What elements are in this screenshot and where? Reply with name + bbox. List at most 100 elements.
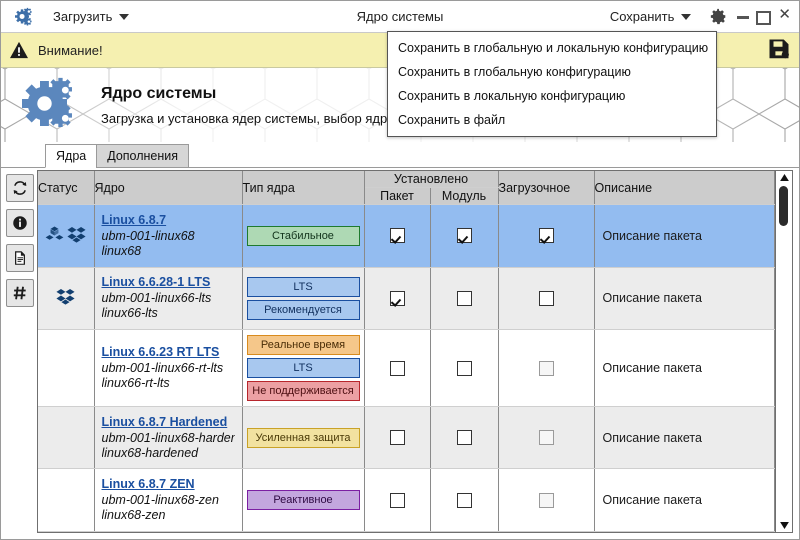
- checkbox-installed-module[interactable]: [456, 492, 472, 508]
- cubes-icon: [45, 226, 64, 240]
- kernel-name-link[interactable]: Linux 6.8.7 Hardened: [101, 414, 228, 429]
- checkbox-installed-module[interactable]: [456, 430, 472, 446]
- status-icons: [45, 226, 86, 243]
- kernel-type-badge: Реальное время: [246, 334, 360, 355]
- tab-additions[interactable]: Дополнения: [96, 144, 190, 168]
- kernel-table-container: Статус Ядро Тип ядра Установлено Загрузо…: [37, 170, 793, 533]
- table-header-group-row: Статус Ядро Тип ядра Установлено Загрузо…: [38, 171, 776, 205]
- warning-message: Внимание!: [9, 41, 103, 59]
- kernel-module: linux66-rt-lts: [101, 375, 170, 390]
- kernel-module: linux68: [101, 243, 142, 258]
- col-description[interactable]: Описание: [594, 171, 776, 205]
- save-menu-item[interactable]: Сохранить в глобальную и локальную конфи…: [398, 41, 709, 55]
- cell-bootable: [498, 204, 595, 268]
- kernel-name-link[interactable]: Linux 6.8.7: [101, 212, 167, 227]
- scroll-up-icon[interactable]: [779, 171, 789, 184]
- save-menu-item[interactable]: Сохранить в файл: [398, 113, 506, 127]
- badge-list: Стабильное: [243, 222, 364, 250]
- col-status[interactable]: Статус: [38, 171, 95, 205]
- floppy-save-icon[interactable]: [767, 37, 791, 64]
- warning-text: Внимание!: [38, 42, 103, 58]
- cell-installed-package: [364, 267, 431, 331]
- col-kernel-type[interactable]: Тип ядра: [242, 171, 365, 205]
- box-icon: [56, 289, 75, 305]
- col-installed-package[interactable]: Пакет: [364, 187, 431, 205]
- kernel-type-badge: LTS: [246, 276, 360, 297]
- document-icon: [15, 251, 25, 265]
- app-logo-gears-icon: [1, 7, 41, 27]
- cell-status: [38, 267, 95, 331]
- cell-status: [38, 468, 95, 532]
- checkbox-installed-module[interactable]: [456, 360, 472, 376]
- title-bar: Загрузить Ядро системы Сохранить ✕: [1, 1, 799, 33]
- info-button[interactable]: [6, 209, 34, 237]
- checkbox-installed-package[interactable]: [389, 290, 405, 306]
- kernel-name-link[interactable]: Linux 6.6.23 RT LTS: [101, 344, 220, 359]
- document-button[interactable]: [6, 244, 34, 272]
- kernel-name-link[interactable]: Linux 6.8.7 ZEN: [101, 477, 195, 492]
- col-installed-module[interactable]: Модуль: [430, 187, 499, 205]
- checkbox-installed-package[interactable]: [389, 360, 405, 376]
- cell-status: [38, 406, 95, 470]
- checkbox-installed-package[interactable]: [389, 492, 405, 508]
- banner-heading: Ядро системы: [101, 84, 217, 102]
- cell-bootable: [498, 329, 595, 407]
- checkbox-bootable: [538, 430, 554, 446]
- close-icon[interactable]: ✕: [778, 5, 791, 23]
- scrollbar-track[interactable]: [776, 184, 792, 519]
- kernel-type-badge: Не поддерживается: [246, 380, 360, 401]
- kernel-name-link[interactable]: Linux 6.6.28-1 LTS: [101, 275, 211, 290]
- kernel-package: ubm-001-linux66-lts: [101, 291, 212, 306]
- cell-installed-package: [364, 204, 431, 268]
- cell-bootable: [498, 468, 595, 532]
- kernel-table: Статус Ядро Тип ядра Установлено Загрузо…: [38, 171, 776, 532]
- col-kernel[interactable]: Ядро: [94, 171, 243, 205]
- settings-gear-icon[interactable]: [709, 8, 727, 26]
- window-controls: ✕: [737, 5, 791, 25]
- checkbox-installed-module[interactable]: [456, 290, 472, 306]
- refresh-button[interactable]: [6, 174, 34, 202]
- kernel-package: ubm-001-linux68: [101, 228, 195, 243]
- titlebar-right-controls: Сохранить ✕: [598, 6, 799, 27]
- scrollbar-thumb[interactable]: [779, 186, 788, 226]
- kernel-module: linux68-hardened: [101, 445, 199, 460]
- hash-icon: [13, 286, 26, 300]
- cell-description: Описание пакета: [594, 204, 776, 268]
- checkbox-installed-package[interactable]: [389, 228, 405, 244]
- vertical-scrollbar[interactable]: [775, 171, 792, 532]
- save-menu-button[interactable]: Сохранить: [602, 6, 700, 27]
- hash-button[interactable]: [6, 279, 34, 307]
- badge-list: Реактивное: [243, 486, 364, 514]
- save-dropdown-menu[interactable]: Сохранить в глобальную и локальную конфи…: [387, 31, 717, 137]
- maximize-icon[interactable]: [756, 11, 772, 25]
- cell-installed-package: [364, 406, 431, 470]
- col-bootable[interactable]: Загрузочное: [498, 171, 595, 205]
- checkbox-installed-module[interactable]: [456, 228, 472, 244]
- cell-description: Описание пакета: [594, 329, 776, 407]
- cell-installed-module: [430, 204, 499, 268]
- load-menu-button[interactable]: Загрузить: [45, 6, 137, 27]
- cell-kernel-type: Стабильное: [242, 204, 365, 268]
- checkbox-bootable[interactable]: [538, 290, 554, 306]
- checkbox-installed-package[interactable]: [389, 430, 405, 446]
- save-menu-item[interactable]: Сохранить в глобальную конфигурацию: [398, 65, 631, 79]
- checkbox-bootable: [538, 492, 554, 508]
- cell-installed-module: [430, 267, 499, 331]
- cell-bootable: [498, 267, 595, 331]
- tab-kernels[interactable]: Ядра: [45, 144, 98, 168]
- checkbox-bootable[interactable]: [538, 228, 554, 244]
- save-menu-item[interactable]: Сохранить в локальную конфигурацию: [398, 89, 626, 103]
- scroll-down-icon[interactable]: [779, 519, 789, 532]
- minimize-icon[interactable]: [737, 16, 750, 19]
